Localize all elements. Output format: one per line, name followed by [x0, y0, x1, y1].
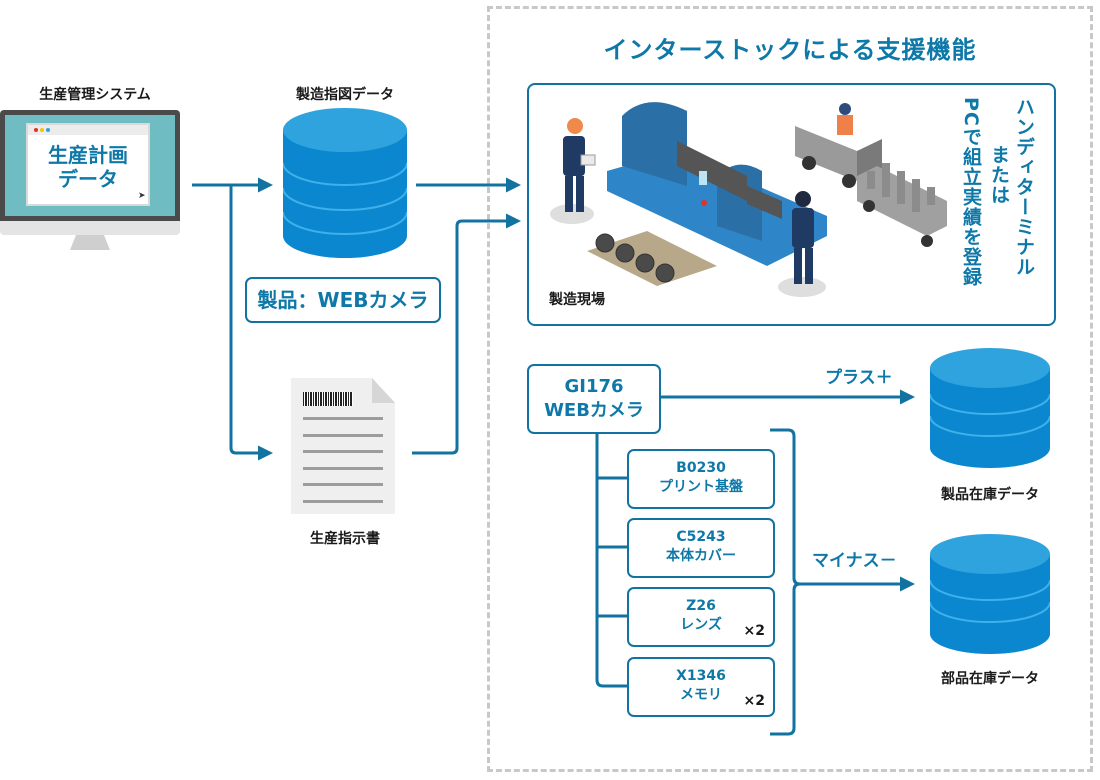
- part-item: Z26 レンズ ×2: [627, 587, 775, 647]
- part-code: X1346: [676, 668, 726, 684]
- database-icon-product-stock: [930, 348, 1050, 468]
- side-text-pc-register: PCで組立実績を登録: [960, 97, 982, 287]
- side-text-handy-terminal: ハンディターミナル: [1013, 97, 1035, 277]
- side-text-or: または: [988, 145, 1010, 205]
- part-name: プリント基盤: [659, 479, 743, 495]
- product-box: GI176 WEBカメラ: [527, 364, 661, 434]
- document-icon: [291, 378, 395, 514]
- system-label: 生産管理システム: [39, 87, 151, 103]
- cursor-icon: ➤: [138, 191, 146, 201]
- product-code: GI176: [564, 376, 624, 397]
- product-tag: 製品：WEBカメラ: [245, 277, 441, 323]
- plus-label: プラス＋: [825, 368, 893, 388]
- part-code: C5243: [676, 529, 726, 545]
- minus-label: マイナス－: [812, 551, 897, 571]
- db-label-manufacturing: 製造指図データ: [296, 87, 394, 103]
- product-stock-label: 製品在庫データ: [941, 487, 1039, 503]
- part-item: B0230 プリント基盤: [627, 449, 775, 509]
- doc-label: 生産指示書: [310, 531, 380, 547]
- factory-scene-label: 製造現場: [549, 292, 605, 308]
- part-name: メモリ: [680, 687, 722, 703]
- part-quantity: ×2: [743, 623, 765, 639]
- database-icon-manufacturing: [283, 108, 407, 258]
- part-item: C5243 本体カバー: [627, 518, 775, 578]
- factory-illustration: [550, 102, 947, 297]
- part-name: 本体カバー: [666, 548, 736, 564]
- database-icon-parts-stock: [930, 534, 1050, 654]
- monitor-text-line2: データ: [58, 167, 118, 191]
- factory-panel: 製造現場 ハンディターミナル または PCで組立実績を登録: [527, 83, 1056, 326]
- page-title: インターストックによる支援機能: [603, 36, 977, 64]
- part-name: レンズ: [680, 617, 722, 633]
- part-quantity: ×2: [743, 693, 765, 709]
- monitor-icon: 生産計画 データ ➤: [0, 110, 180, 250]
- parts-stock-label: 部品在庫データ: [941, 671, 1039, 687]
- part-item: X1346 メモリ ×2: [627, 657, 775, 717]
- part-code: Z26: [686, 598, 716, 614]
- part-code: B0230: [676, 460, 726, 476]
- monitor-text-line1: 生産計画: [48, 143, 128, 167]
- product-name: WEBカメラ: [544, 400, 644, 421]
